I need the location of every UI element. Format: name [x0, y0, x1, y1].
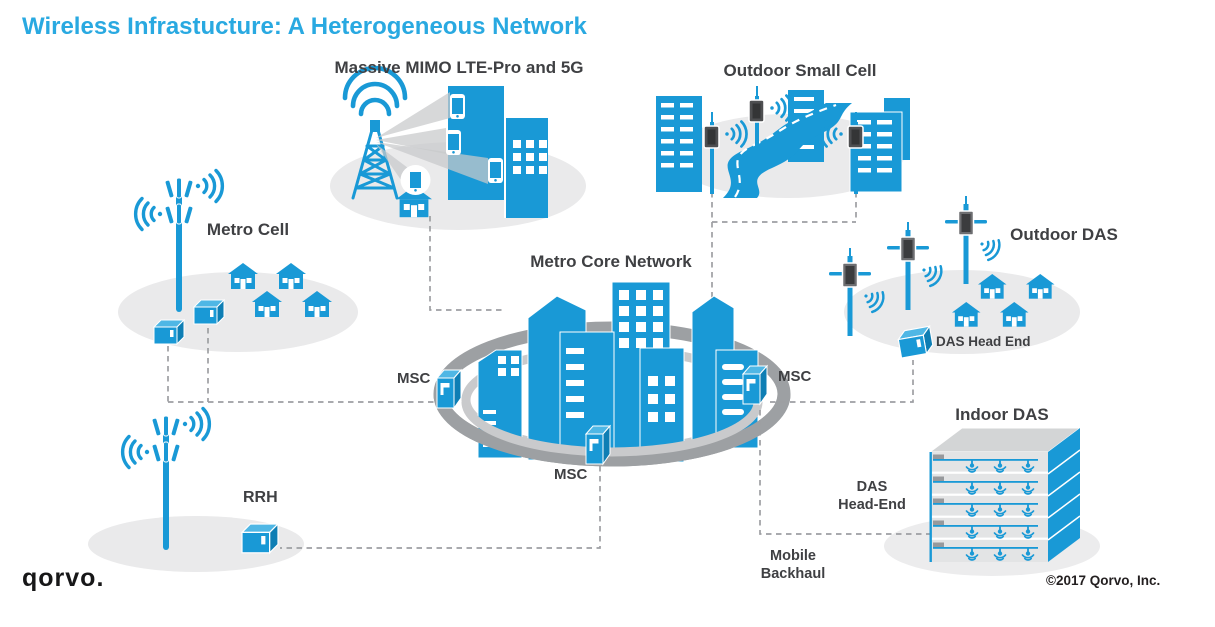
- phone-icon: [408, 168, 423, 193]
- label-metro-core-network: Metro Core Network: [530, 252, 692, 271]
- indoor-das-illustration: [928, 427, 1082, 562]
- lattice-tower-icon: [351, 120, 399, 200]
- rrh-box-icon: [241, 523, 279, 554]
- label-msc-left: MSC: [397, 370, 431, 387]
- qorvo-logo: qorvo.: [22, 564, 105, 592]
- label-metro-cell: Metro Cell: [206, 220, 290, 239]
- city-building-icon: [656, 96, 702, 192]
- line-mobile-backhaul: [759, 410, 930, 535]
- core-ring-front: [433, 393, 791, 467]
- waves-icon: [974, 232, 1004, 264]
- label-das-head-end: DAS Head End: [936, 334, 1031, 349]
- building-side-seams: [1047, 449, 1081, 541]
- label-das-head-end-line2: Head-End: [838, 497, 906, 514]
- label-msc-bottom: MSC: [554, 466, 588, 483]
- label-msc-right: MSC: [778, 368, 812, 385]
- equipment-cabinet-icon: [153, 319, 185, 345]
- city-building-icon: [849, 98, 910, 193]
- metro-core-illustration: [433, 281, 791, 467]
- label-outdoor-das: Outdoor DAS: [1010, 225, 1118, 244]
- label-mobile-backhaul: Mobile Backhaul: [761, 547, 825, 583]
- road-icon: [723, 103, 852, 198]
- building-riser: [929, 452, 932, 562]
- label-das-head-end-indoor: DAS Head-End: [838, 478, 906, 514]
- connection-lines-front: [168, 360, 930, 549]
- label-das-head-end-line1: DAS: [856, 479, 888, 495]
- line-mimo-to-core: [429, 216, 505, 311]
- line-msc-to-rrh: [280, 466, 601, 549]
- label-outdoor-small-cell: Outdoor Small Cell: [723, 61, 877, 80]
- core-ring-front-inner: [461, 401, 763, 457]
- phone-icon: [450, 94, 465, 119]
- label-mobile-backhaul-line2: Backhaul: [760, 566, 826, 583]
- copyright-text: ©2017 Qorvo, Inc.: [1046, 573, 1161, 588]
- label-rrh: RRH: [243, 489, 278, 506]
- phone-icon: [446, 130, 461, 155]
- wifi-signal-icon: [342, 65, 408, 117]
- equipment-cabinet-icon: [193, 299, 225, 325]
- phone-icon: [488, 158, 503, 183]
- outdoor-small-cell-illustration: [656, 85, 910, 198]
- msc-left-box: [436, 369, 462, 409]
- label-indoor-das: Indoor DAS: [955, 405, 1049, 424]
- house-icon: [228, 263, 258, 289]
- building-side: [1048, 428, 1080, 562]
- label-mobile-backhaul-line1: Mobile: [770, 548, 816, 564]
- massive-mimo-illustration: [342, 65, 548, 218]
- msc-right-box: [742, 365, 768, 405]
- house-icon: [1026, 274, 1055, 299]
- beam-rays: [376, 92, 488, 190]
- page-title: Wireless Infrastucture: A Heterogeneous …: [22, 13, 587, 40]
- connection-lines-back: [167, 192, 857, 402]
- msc-bottom-box: [585, 425, 611, 465]
- house-icon: [276, 263, 306, 289]
- line-msc-to-das-headend: [770, 360, 914, 403]
- label-massive-mimo: Massive MIMO LTE-Pro and 5G: [334, 58, 584, 77]
